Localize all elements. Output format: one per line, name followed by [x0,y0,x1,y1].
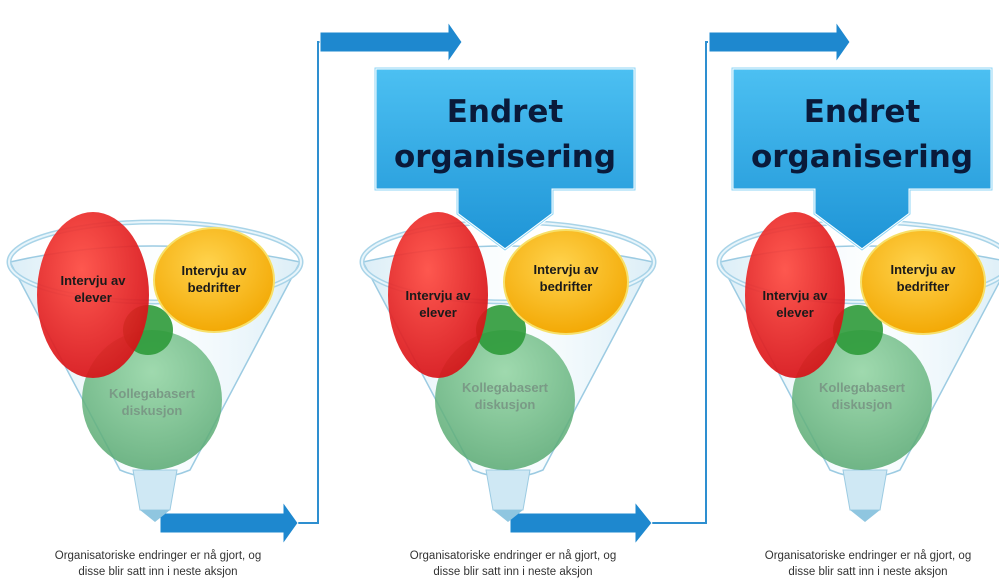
caption-line2: disse blir satt inn i neste aksjon [788,566,947,578]
changed-organisation-box: Endret organisering [373,66,637,252]
circle-companies [153,227,275,333]
arrow-top-1 [319,20,463,64]
box-title-line1: Endret [804,94,921,130]
caption-line2: disse blir satt inn i neste aksjon [78,566,237,578]
flow-arrows [159,20,851,546]
caption-line1: Organisatoriske endringer er nå gjort, o… [765,550,971,562]
label-companies-2: bedrifter [540,279,593,294]
circle-students [37,212,149,378]
label-students-1: Intervju av [405,288,471,303]
label-companies-1: Intervju av [181,263,247,278]
label-companies-2: bedrifter [188,280,241,295]
funnel-1: Intervju av elever Intervju av bedrifter… [9,212,301,578]
arrow-bottom-1 [159,500,299,546]
label-students-2: elever [776,305,814,320]
arrow-top-2 [708,20,851,64]
funnel-3: Intervju av elever Intervju av bedrifter… [719,66,999,578]
caption-line2: disse blir satt inn i neste aksjon [433,566,592,578]
label-discussion-2: diskusjon [122,403,183,418]
label-students-2: elever [419,305,457,320]
flow-connectors [297,41,708,524]
label-companies-2: bedrifter [897,279,950,294]
label-companies-1: Intervju av [533,262,599,277]
box-title-line2: organisering [394,139,616,175]
caption-line1: Organisatoriske endringer er nå gjort, o… [55,550,261,562]
label-students-1: Intervju av [762,288,828,303]
changed-organisation-box: Endret organisering [730,66,994,252]
box-title-line1: Endret [447,94,564,130]
label-discussion-2: diskusjon [475,397,536,412]
label-discussion-1: Kollegabasert [462,380,549,395]
label-discussion-1: Kollegabasert [819,380,906,395]
label-companies-1: Intervju av [890,262,956,277]
box-title-line2: organisering [751,139,973,175]
funnel-2: Intervju av elever Intervju av bedrifter… [362,66,654,578]
label-students-2: elever [74,290,112,305]
arrow-bottom-2 [509,500,653,546]
label-discussion-1: Kollegabasert [109,386,196,401]
label-students-1: Intervju av [60,273,126,288]
label-discussion-2: diskusjon [832,397,893,412]
caption-line1: Organisatoriske endringer er nå gjort, o… [410,550,616,562]
